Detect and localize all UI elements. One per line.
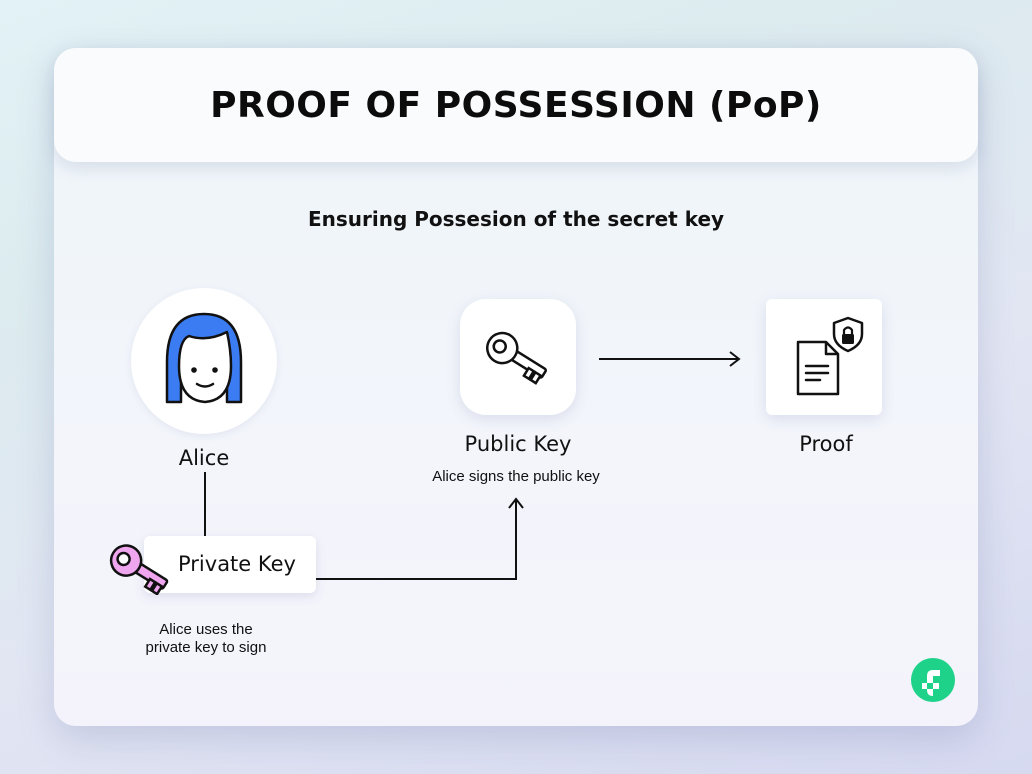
title-bar: PROOF OF POSSESSION (PoP): [54, 48, 978, 162]
diagram-subtitle: Ensuring Possesion of the secret key: [307, 207, 725, 231]
public-key-caption: Alice signs the public key: [432, 468, 600, 485]
brand-logo-icon: [911, 658, 955, 702]
alice-label: Alice: [178, 446, 230, 470]
private-key-caption-line1: Alice uses the: [159, 621, 253, 638]
private-key-box: [144, 536, 316, 593]
private-key-to-public-key-arrowhead: [508, 497, 524, 509]
proof-label: Proof: [799, 432, 853, 456]
document-shield-icon: [796, 316, 864, 396]
private-key-caption-line2: private key to sign: [145, 639, 267, 656]
private-key-label: Private Key: [178, 552, 296, 576]
private-key-to-public-key-arrow: [316, 500, 517, 580]
private-key-caption: Alice uses the private key to sign: [106, 621, 306, 657]
public-key-icon: [486, 331, 547, 385]
public-key-label: Public Key: [464, 432, 572, 456]
page-title: PROOF OF POSSESSION (PoP): [210, 84, 822, 126]
private-key-icon: [109, 544, 169, 595]
person-icon: [165, 312, 243, 404]
public-key-to-proof-arrowhead: [729, 351, 741, 367]
